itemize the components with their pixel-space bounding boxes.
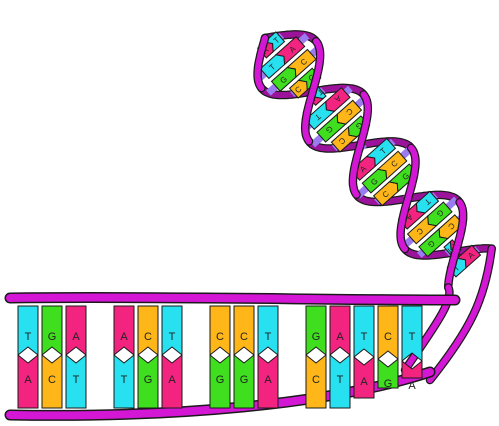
ladder-bottom-base: G (234, 355, 254, 408)
ladder-top-base: C (378, 306, 398, 359)
ladder-top-base: A (330, 306, 350, 355)
ladder-top-base: T (402, 306, 422, 361)
ladder-bottom-base: C (42, 355, 62, 408)
ladder-base-letter: G (384, 378, 393, 390)
ladder-bottom-base: A (18, 355, 38, 408)
ladder-bottom-base: A (354, 357, 374, 398)
ladder-top-base: T (18, 306, 38, 355)
ladder-top-base: A (66, 306, 86, 355)
ladder-base-letter: C (384, 331, 392, 343)
ladder-base-letter: A (72, 331, 80, 343)
ladder-bottom-base: T (330, 355, 350, 408)
ladder-base-letter: C (216, 331, 224, 343)
ladder-top-base: C (234, 306, 254, 355)
ladder-base-letter: A (24, 374, 32, 386)
ladder-base-letter: G (216, 374, 225, 386)
ladder-top-base: G (306, 306, 326, 355)
ladder-bottom-base: G (378, 359, 398, 390)
ladder-base-letter: A (360, 376, 368, 388)
ladder-base-letter: T (121, 374, 128, 386)
ladder-base-letter: T (409, 331, 416, 343)
ladder-bottom-base: G (210, 355, 230, 408)
ladder-bottom-base: G (138, 355, 158, 408)
ladder-base-letter: C (240, 331, 248, 343)
ladder-base-letter: A (120, 331, 128, 343)
ladder-base-letter: G (312, 331, 321, 343)
ladder-base-letter: T (169, 331, 176, 343)
ladder-top-base: G (42, 306, 62, 355)
ladder-top-base: T (258, 306, 278, 355)
ladder-base-letter: C (48, 374, 56, 386)
ladder-bottom-base: T (114, 355, 134, 408)
ladder-base-letter: A (168, 374, 176, 386)
ladder-base-letter: T (337, 374, 344, 386)
ladder-top-base: T (162, 306, 182, 355)
ladder-top-base: C (138, 306, 158, 355)
ladder-bottom-base: A (162, 355, 182, 408)
ladder-bottom-base: C (306, 355, 326, 408)
ladder-base-letter: G (48, 331, 57, 343)
ladder-base-letter: T (73, 374, 80, 386)
ladder-base-letter: T (265, 331, 272, 343)
ladder-bottom-base: T (66, 355, 86, 408)
ladder-base-letter: G (240, 374, 249, 386)
ladder-base-letter: A (336, 331, 344, 343)
ladder-base-letter: A (408, 380, 416, 392)
ladder-top-base: A (114, 306, 134, 355)
ladder-base-letter: G (144, 374, 153, 386)
ladder-top-base: T (354, 306, 374, 357)
ladder-top-base: C (210, 306, 230, 355)
ladder-base-letter: C (312, 374, 320, 386)
ladder-base-letter: T (361, 331, 368, 343)
unzipped-ladder: T A G C A T A T C G T A C G C G T A G C A T T A C G T A (10, 297, 455, 415)
helix-base-pairs: ATTAGCCGTAATCGGCATGCCGTAGCCGATTA (258, 32, 481, 277)
ladder-top-rail (10, 297, 455, 300)
ladder-bottom-base: A (258, 355, 278, 408)
ladder-base-letter: A (264, 374, 272, 386)
ladder-base-letter: C (144, 331, 152, 343)
ladder-base-letter: T (25, 331, 32, 343)
